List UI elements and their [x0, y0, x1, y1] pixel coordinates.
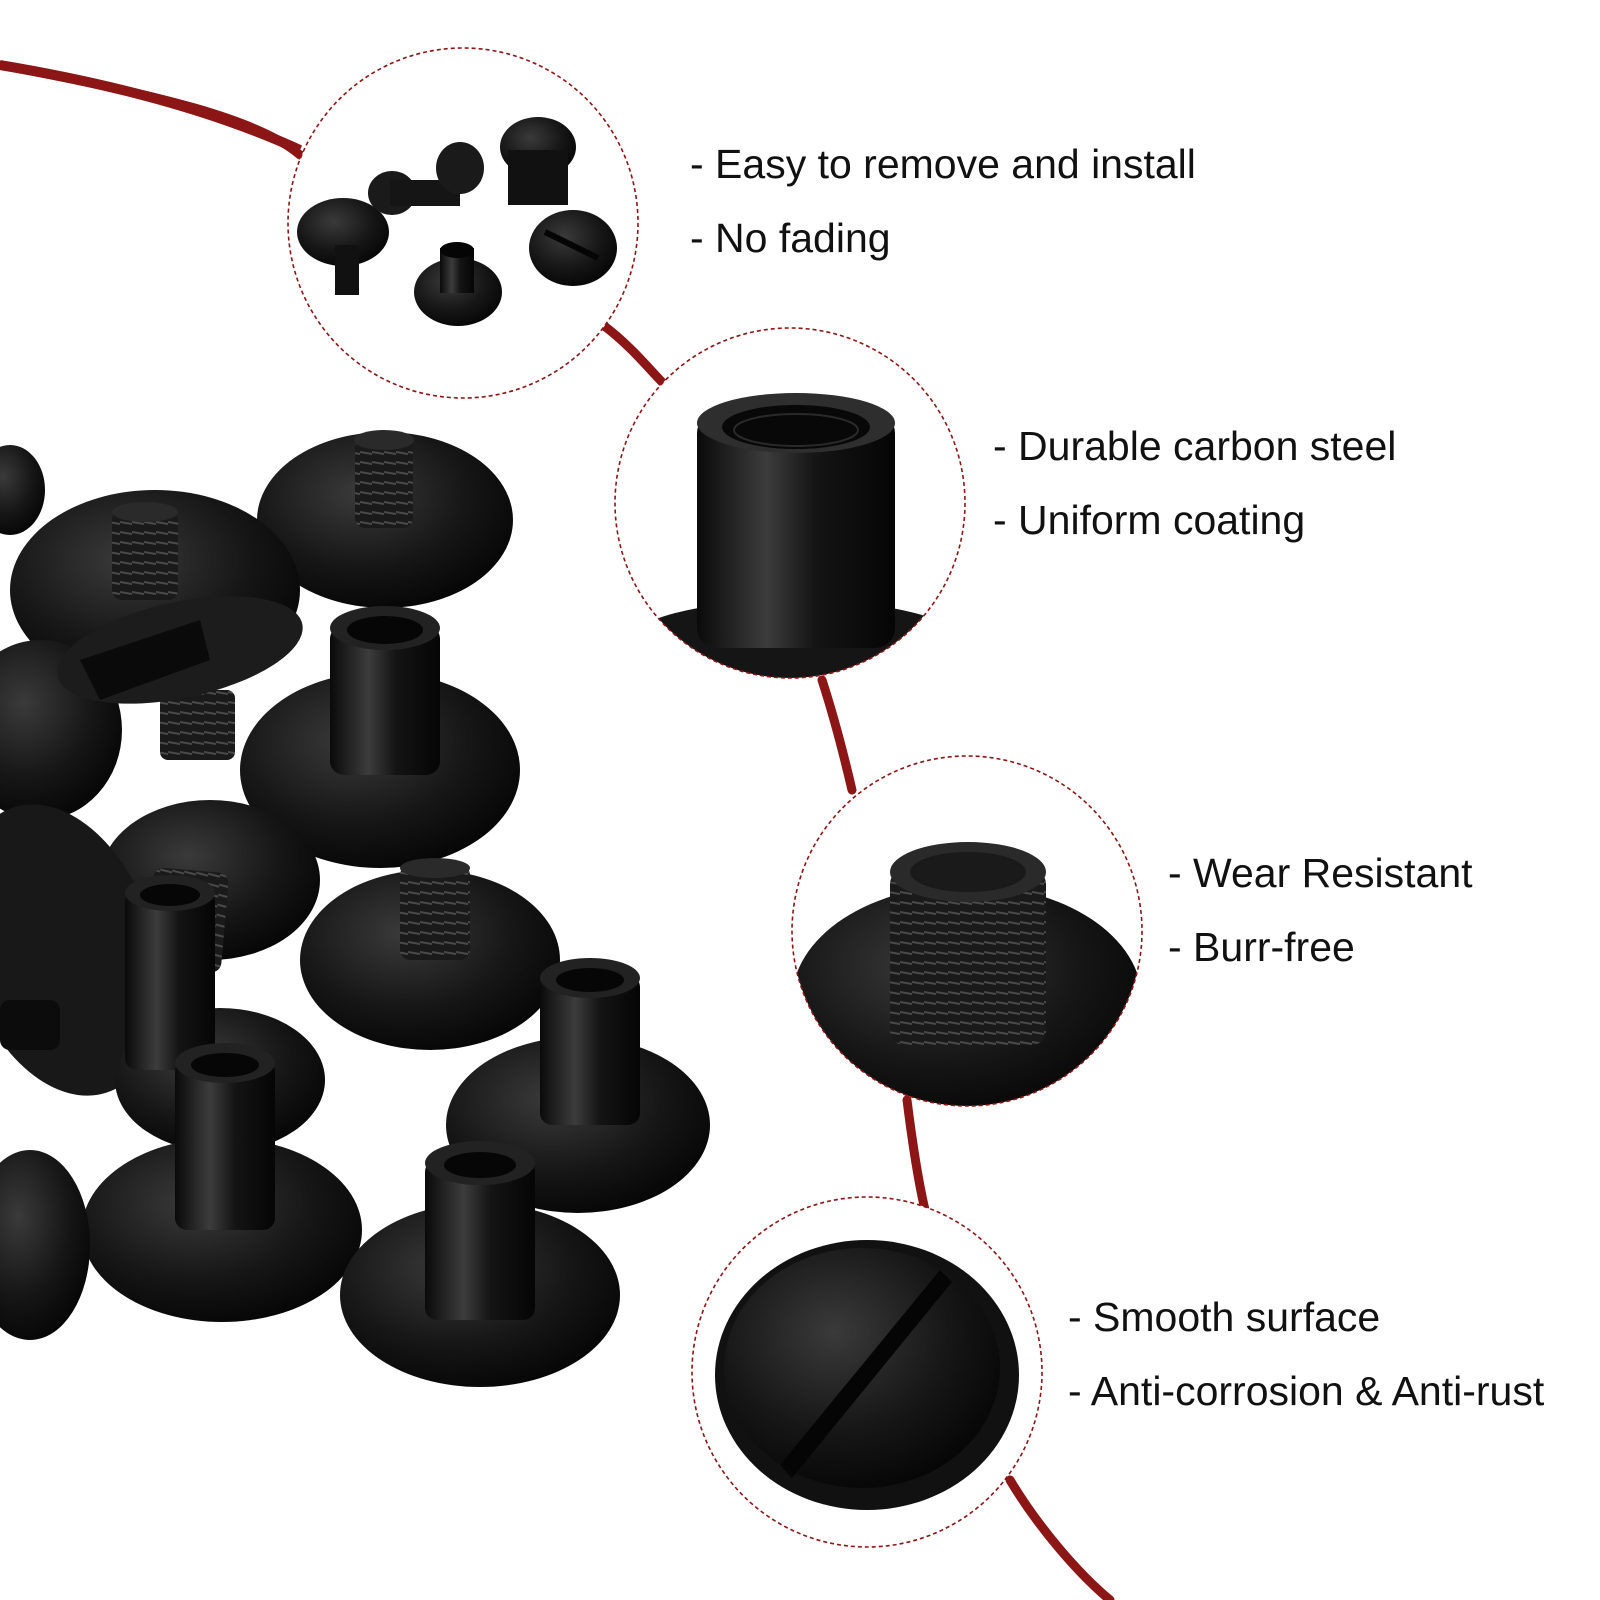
feature-easy-install: - Easy to remove and install	[690, 141, 1196, 187]
feature-wear-resistant: - Wear Resistant	[1168, 850, 1473, 896]
feature-burr-free: - Burr-free	[1168, 924, 1355, 970]
feature-no-fading: - No fading	[690, 215, 891, 261]
feature-list-durability: - Wear Resistant - Burr-free	[1168, 853, 1473, 1001]
feature-list-material: - Durable carbon steel - Uniform coating	[993, 426, 1396, 574]
feature-carbon-steel: - Durable carbon steel	[993, 423, 1397, 469]
feature-uniform-coating: - Uniform coating	[993, 497, 1306, 543]
detail-circle-assembled	[287, 47, 639, 399]
screw-pile	[0, 430, 710, 1387]
detail-circle-sleeve	[614, 327, 966, 679]
feature-smooth-surface: - Smooth surface	[1068, 1294, 1381, 1340]
feature-list-surface: - Smooth surface - Anti-corrosion & Anti…	[1068, 1297, 1544, 1445]
detail-circle-threaded	[791, 755, 1143, 1107]
detail-circle-slotted	[691, 1196, 1043, 1548]
feature-list-assembly: - Easy to remove and install - No fading	[690, 144, 1196, 292]
accent-curve-left	[0, 60, 303, 155]
feature-anti-corrosion: - Anti-corrosion & Anti-rust	[1068, 1368, 1545, 1414]
